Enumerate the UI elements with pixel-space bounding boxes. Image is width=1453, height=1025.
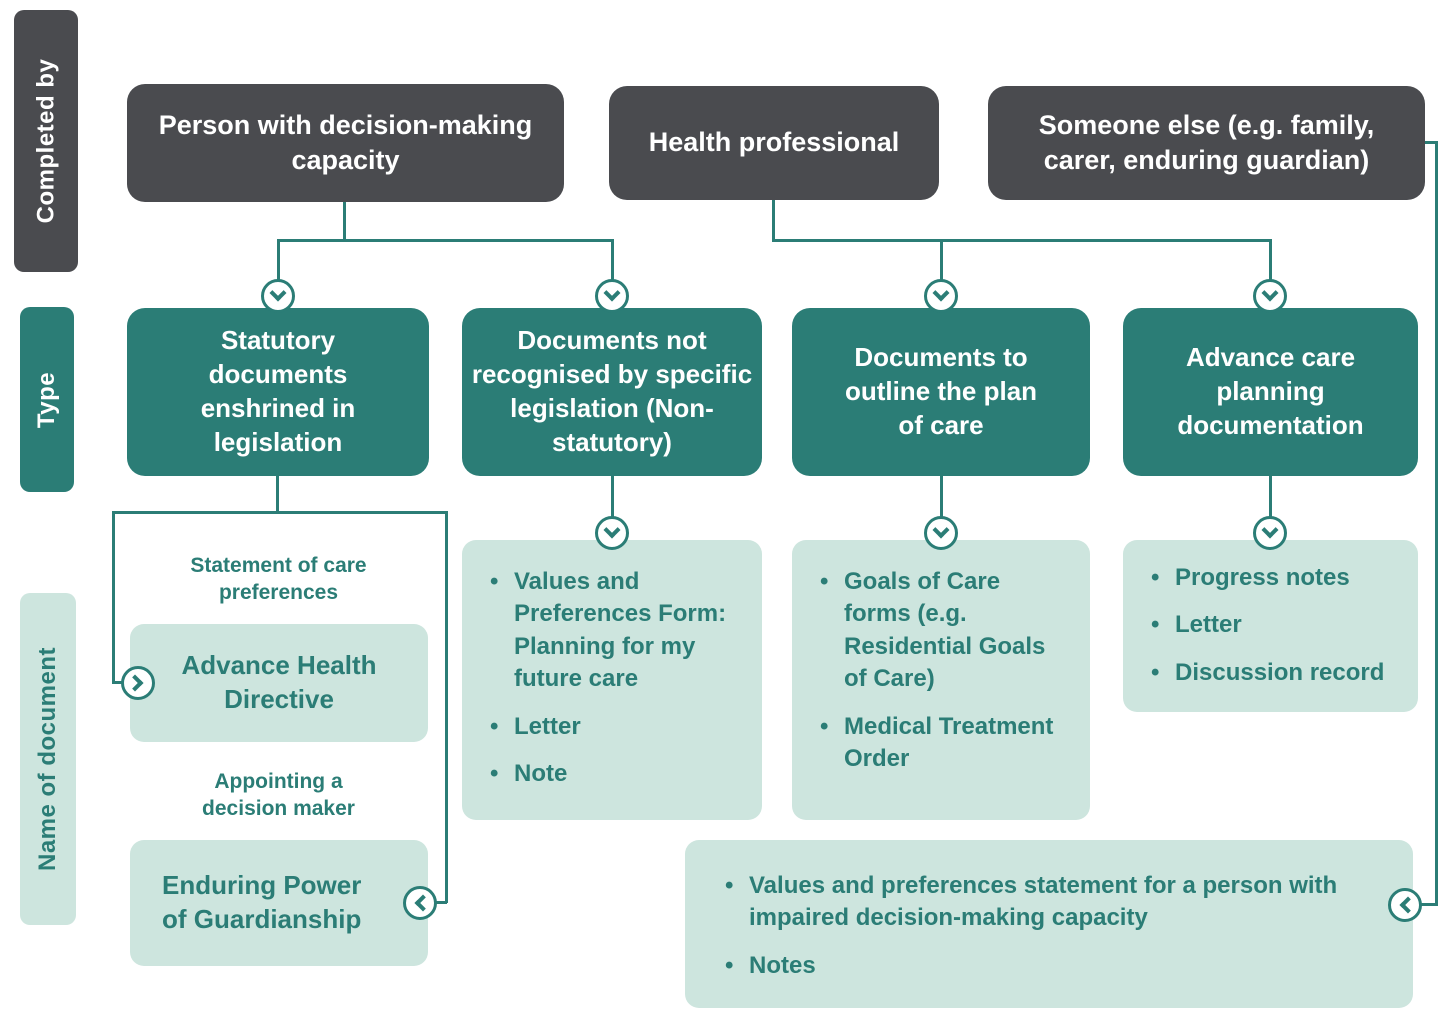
chevron-down-icon bbox=[924, 516, 958, 550]
list-item: Values and preferences statement for a p… bbox=[723, 870, 1353, 935]
completed-by-health-professional-label: Health professional bbox=[648, 127, 900, 158]
list-item: Goals of Care forms (e.g. Residential Go… bbox=[818, 566, 1068, 696]
type-statutory-box: Statutory documents enshrined in legisla… bbox=[127, 308, 429, 476]
chevron-down-icon bbox=[261, 279, 295, 313]
non-statutory-document-list: Values and Preferences Form: Planning fo… bbox=[488, 566, 740, 791]
chevron-glyph bbox=[269, 284, 287, 302]
connector-line bbox=[1422, 141, 1438, 144]
chevron-glyph bbox=[932, 521, 950, 539]
row-label-completed-by-text: Completed by bbox=[32, 58, 59, 224]
row-label-completed-by: Completed by bbox=[14, 10, 78, 272]
someone-else-documents-box: Values and preferences statement for a p… bbox=[685, 840, 1413, 1008]
chevron-glyph bbox=[126, 674, 144, 692]
appointing-decision-maker-label: Appointing a decision maker bbox=[202, 770, 355, 821]
enduring-power-guardianship-box: Enduring Power of Guardianship bbox=[130, 840, 428, 966]
chevron-down-icon bbox=[595, 279, 629, 313]
connector-line bbox=[343, 202, 346, 242]
type-statutory-label: Statutory documents enshrined in legisla… bbox=[200, 325, 356, 457]
type-acp-documentation-box: Advance care planning documentation bbox=[1123, 308, 1418, 476]
connector-line bbox=[772, 200, 775, 242]
chevron-down-icon bbox=[1253, 516, 1287, 550]
chevron-glyph bbox=[932, 284, 950, 302]
type-acp-documentation-label: Advance care planning documentation bbox=[1177, 342, 1364, 440]
connector-line bbox=[1415, 903, 1438, 906]
connector-line bbox=[1435, 141, 1438, 906]
someone-else-document-list: Values and preferences statement for a p… bbox=[723, 870, 1353, 983]
connector-line bbox=[611, 476, 614, 520]
chevron-glyph bbox=[1261, 284, 1279, 302]
completed-by-person-label: Person with decision-making capacity bbox=[158, 109, 533, 175]
list-item: Letter bbox=[1149, 609, 1400, 642]
connector-line bbox=[112, 511, 448, 514]
connector-line bbox=[772, 239, 1272, 242]
advance-health-directive-label: Advance Health Directive bbox=[181, 650, 377, 714]
enduring-power-guardianship-label: Enduring Power of Guardianship bbox=[162, 870, 362, 934]
list-item: Medical Treatment Order bbox=[818, 711, 1068, 776]
chevron-down-icon bbox=[924, 279, 958, 313]
row-label-name-of-document-text: Name of document bbox=[34, 646, 61, 872]
plan-of-care-documents-box: Goals of Care forms (e.g. Residential Go… bbox=[792, 540, 1090, 820]
row-label-type-text: Type bbox=[33, 371, 61, 428]
completed-by-someone-else-box: Someone else (e.g. family, carer, enduri… bbox=[988, 86, 1425, 200]
connector-line bbox=[940, 476, 943, 520]
chevron-down-icon bbox=[595, 516, 629, 550]
connector-line bbox=[277, 239, 280, 282]
chevron-down-icon bbox=[1253, 279, 1287, 313]
chevron-right-icon bbox=[121, 666, 155, 700]
list-item: Discussion record bbox=[1149, 657, 1400, 690]
connector-line bbox=[1269, 476, 1272, 520]
plan-of-care-document-list: Goals of Care forms (e.g. Residential Go… bbox=[818, 566, 1068, 775]
chevron-glyph bbox=[1261, 521, 1279, 539]
connector-line bbox=[277, 239, 614, 242]
list-item: Note bbox=[488, 758, 740, 791]
chevron-glyph bbox=[1399, 896, 1417, 914]
type-non-statutory-label: Documents not recognised by specific leg… bbox=[471, 325, 753, 457]
list-item: Progress notes bbox=[1149, 562, 1400, 595]
statement-of-care-preferences-label: Statement of care preferences bbox=[190, 554, 367, 605]
completed-by-someone-else-label: Someone else (e.g. family, carer, enduri… bbox=[1038, 109, 1375, 175]
connector-line bbox=[112, 511, 115, 683]
non-statutory-documents-box: Values and Preferences Form: Planning fo… bbox=[462, 540, 762, 820]
list-item: Notes bbox=[723, 950, 1353, 983]
completed-by-health-professional-box: Health professional bbox=[609, 86, 939, 200]
connector-line bbox=[445, 511, 448, 903]
connector-line bbox=[430, 901, 447, 904]
completed-by-person-box: Person with decision-making capacity bbox=[127, 84, 564, 202]
chevron-glyph bbox=[603, 521, 621, 539]
connector-line bbox=[611, 239, 614, 282]
connector-line bbox=[940, 239, 943, 282]
connector-line bbox=[1269, 239, 1272, 282]
chevron-glyph bbox=[603, 284, 621, 302]
connector-line bbox=[112, 681, 128, 684]
connector-line bbox=[276, 476, 279, 514]
type-non-statutory-box: Documents not recognised by specific leg… bbox=[462, 308, 762, 476]
type-plan-of-care-label: Documents to outline the plan of care bbox=[844, 342, 1038, 440]
type-plan-of-care-box: Documents to outline the plan of care bbox=[792, 308, 1090, 476]
chevron-left-icon bbox=[403, 886, 437, 920]
chevron-glyph bbox=[414, 894, 432, 912]
list-item: Values and Preferences Form: Planning fo… bbox=[488, 566, 740, 696]
row-label-name-of-document: Name of document bbox=[20, 593, 76, 925]
list-item: Letter bbox=[488, 711, 740, 744]
acp-document-list: Progress notes Letter Discussion record bbox=[1149, 562, 1400, 690]
advance-health-directive-box: Advance Health Directive bbox=[130, 624, 428, 742]
chevron-left-icon bbox=[1388, 888, 1422, 922]
row-label-type: Type bbox=[20, 307, 74, 492]
acp-documentation-box: Progress notes Letter Discussion record bbox=[1123, 540, 1418, 712]
